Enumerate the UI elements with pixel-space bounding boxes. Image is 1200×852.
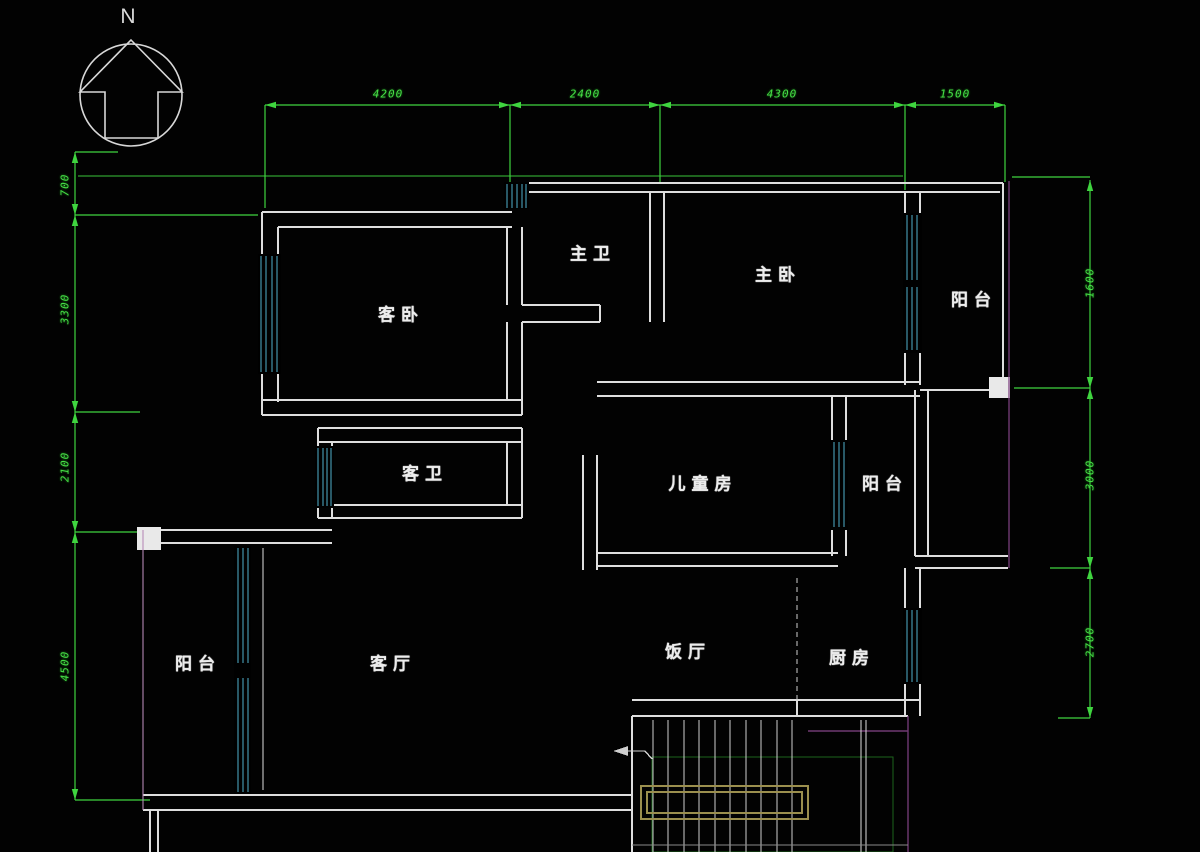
dim-right-3: 2700 [1083, 626, 1097, 658]
handrail [639, 784, 810, 821]
north-arrow-icon [78, 38, 184, 147]
dim-right-2: 3000 [1083, 459, 1097, 491]
dim-top-1: 4200 [372, 87, 404, 101]
room-label-balcony-middle-right: 阳台 [862, 474, 908, 494]
accent-lines [142, 181, 1010, 852]
stairs [613, 716, 908, 852]
dim-left-1: 700 [58, 173, 72, 197]
room-label-living-room: 客厅 [370, 654, 416, 674]
room-label-dining-room: 饭厅 [665, 642, 711, 662]
dim-top-2: 2400 [569, 87, 601, 101]
room-label-guest-bathroom: 客卫 [402, 464, 448, 484]
room-label-children-room: 儿童房 [668, 474, 738, 494]
room-label-master-bathroom: 主卫 [570, 244, 616, 264]
dim-left-3: 2100 [58, 451, 72, 483]
dim-left-2: 3300 [58, 293, 72, 325]
north-label: N [120, 5, 136, 28]
dimension-lines [71, 101, 1094, 801]
windows [234, 182, 922, 794]
stair-direction-arrow-icon [613, 746, 653, 760]
room-label-master-bedroom: 主卧 [755, 265, 801, 285]
room-label-balcony-bottom-left: 阳台 [175, 654, 221, 674]
room-label-balcony-top-right: 阳台 [951, 290, 997, 310]
dim-left-4: 4500 [58, 650, 72, 682]
room-label-kitchen: 厨房 [829, 648, 875, 668]
room-label-guest-bedroom: 客卧 [378, 305, 424, 325]
dim-right-1: 1600 [1083, 267, 1097, 299]
column-markers [137, 377, 1010, 550]
dim-top-3: 4300 [766, 87, 798, 101]
dim-top-4: 1500 [939, 87, 971, 101]
